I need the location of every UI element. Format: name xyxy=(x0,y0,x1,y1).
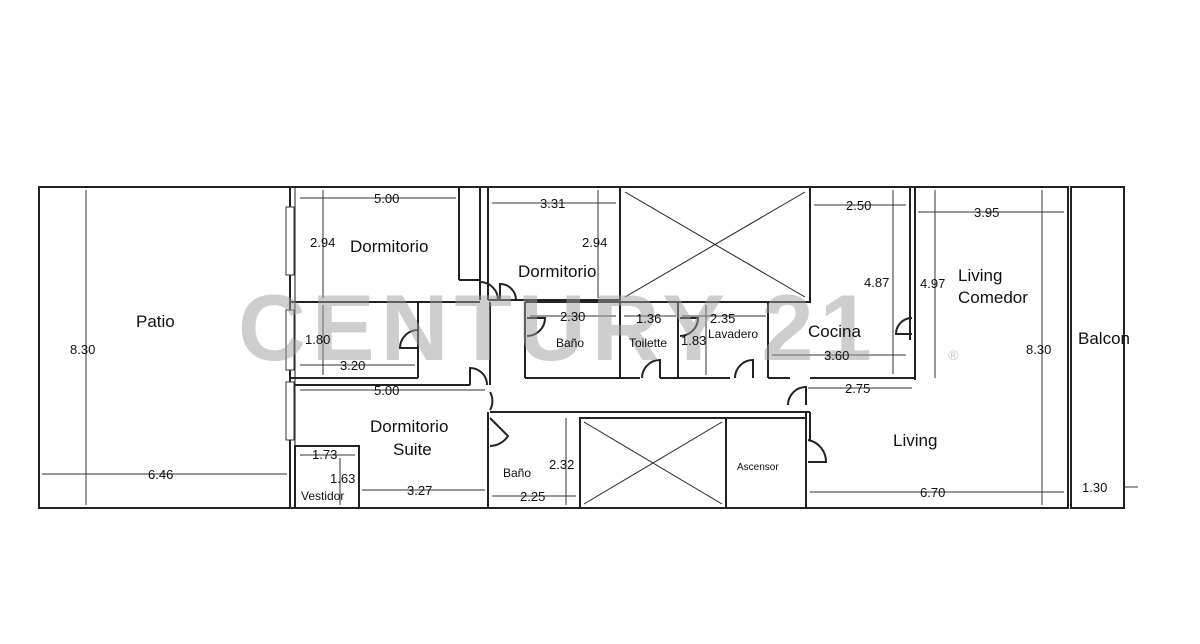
dim-bano2-width: 2.25 xyxy=(520,489,545,504)
window-hall xyxy=(285,309,295,371)
balcon-outline xyxy=(1070,186,1125,509)
dim-patio-width: 6.46 xyxy=(148,467,173,482)
watermark-text: CENTURY 21 xyxy=(238,275,878,380)
dim-hall-height: 1.80 xyxy=(305,332,330,347)
window-suite xyxy=(285,381,295,441)
dim-dorm1-width: 5.00 xyxy=(374,191,399,206)
room-label-living-comedor-2: Comedor xyxy=(958,288,1028,307)
dim-dorm1-height: 2.94 xyxy=(310,235,335,250)
door-bano1 xyxy=(526,317,547,337)
dim-hall-width: 3.20 xyxy=(340,358,365,373)
room-label-dormitorio-suite-2: Suite xyxy=(393,440,432,459)
door-lavadero-lower xyxy=(734,358,754,379)
outer-wall xyxy=(38,186,1069,509)
dim-dorm2-height: 2.94 xyxy=(582,235,607,250)
window-dorm1 xyxy=(285,206,295,276)
room-label-bano-2: Baño xyxy=(503,466,531,480)
door-corridor xyxy=(489,391,494,411)
windows xyxy=(285,206,295,441)
room-label-cocina: Cocina xyxy=(808,322,861,341)
dimension-lines xyxy=(42,190,1138,505)
room-label-lavadero: Lavadero xyxy=(708,327,758,341)
door-living xyxy=(787,385,807,406)
dim-bano2-height: 2.32 xyxy=(549,457,574,472)
room-label-toilette: Toilette xyxy=(629,336,667,350)
dim-suite-width: 5.00 xyxy=(374,383,399,398)
dim-toilette-width: 1.36 xyxy=(636,311,661,326)
room-labels: Patio Dormitorio Dormitorio Baño Toilett… xyxy=(136,237,1130,503)
dim-living-comedor-width: 3.95 xyxy=(974,205,999,220)
door-hall-bath xyxy=(398,329,419,349)
dim-dorm2-width: 3.31 xyxy=(540,196,565,211)
room-label-patio: Patio xyxy=(136,312,175,331)
dim-lavadero-height: 1.83 xyxy=(681,333,706,348)
dim-vestidor-width: 1.73 xyxy=(312,447,337,462)
room-label-bano-1: Baño xyxy=(556,336,584,350)
door-cocina xyxy=(894,317,913,335)
room-label-dormitorio-suite-1: Dormitorio xyxy=(370,417,448,436)
door-ascensor xyxy=(807,439,828,463)
room-label-living: Living xyxy=(893,431,937,450)
room-label-living-comedor-1: Living xyxy=(958,266,1002,285)
dim-vestidor-height: 1.63 xyxy=(330,471,355,486)
dim-suite-lower-width: 3.27 xyxy=(407,483,432,498)
dim-lavadero-width: 2.35 xyxy=(710,311,735,326)
door-dorm1 xyxy=(479,280,499,301)
watermark-registered-mark: ® xyxy=(948,347,959,363)
dim-living-upper-width: 2.75 xyxy=(845,381,870,396)
walls xyxy=(38,186,1125,509)
room-label-balcon: Balcon xyxy=(1078,329,1130,348)
dim-living-comedor-height: 4.97 xyxy=(920,276,945,291)
door-lavadero xyxy=(679,317,700,337)
room-label-dormitorio-1: Dormitorio xyxy=(350,237,428,256)
doors xyxy=(398,280,913,463)
room-label-ascensor: Ascensor xyxy=(737,462,779,473)
dim-patio-height: 8.30 xyxy=(70,342,95,357)
dim-living-height: 8.30 xyxy=(1026,342,1051,357)
door-suite xyxy=(469,366,488,386)
door-bano2 xyxy=(489,417,510,447)
room-label-dormitorio-2: Dormitorio xyxy=(518,262,596,281)
dim-cocina-height: 4.87 xyxy=(864,275,889,290)
dim-bano1-width: 2.30 xyxy=(560,309,585,324)
watermark: CENTURY 21 ® xyxy=(238,275,959,380)
door-dorm2 xyxy=(499,282,517,301)
room-label-vestidor: Vestidor xyxy=(301,489,344,503)
dim-living-width: 6.70 xyxy=(920,485,945,500)
dimension-labels: 8.30 6.46 5.00 2.94 3.31 2.94 1.80 3.20 … xyxy=(70,191,1107,504)
dim-cocina-top: 2.50 xyxy=(846,198,871,213)
door-toilette xyxy=(641,358,661,379)
dim-balcon-width: 1.30 xyxy=(1082,480,1107,495)
dim-cocina-width: 3.60 xyxy=(824,348,849,363)
